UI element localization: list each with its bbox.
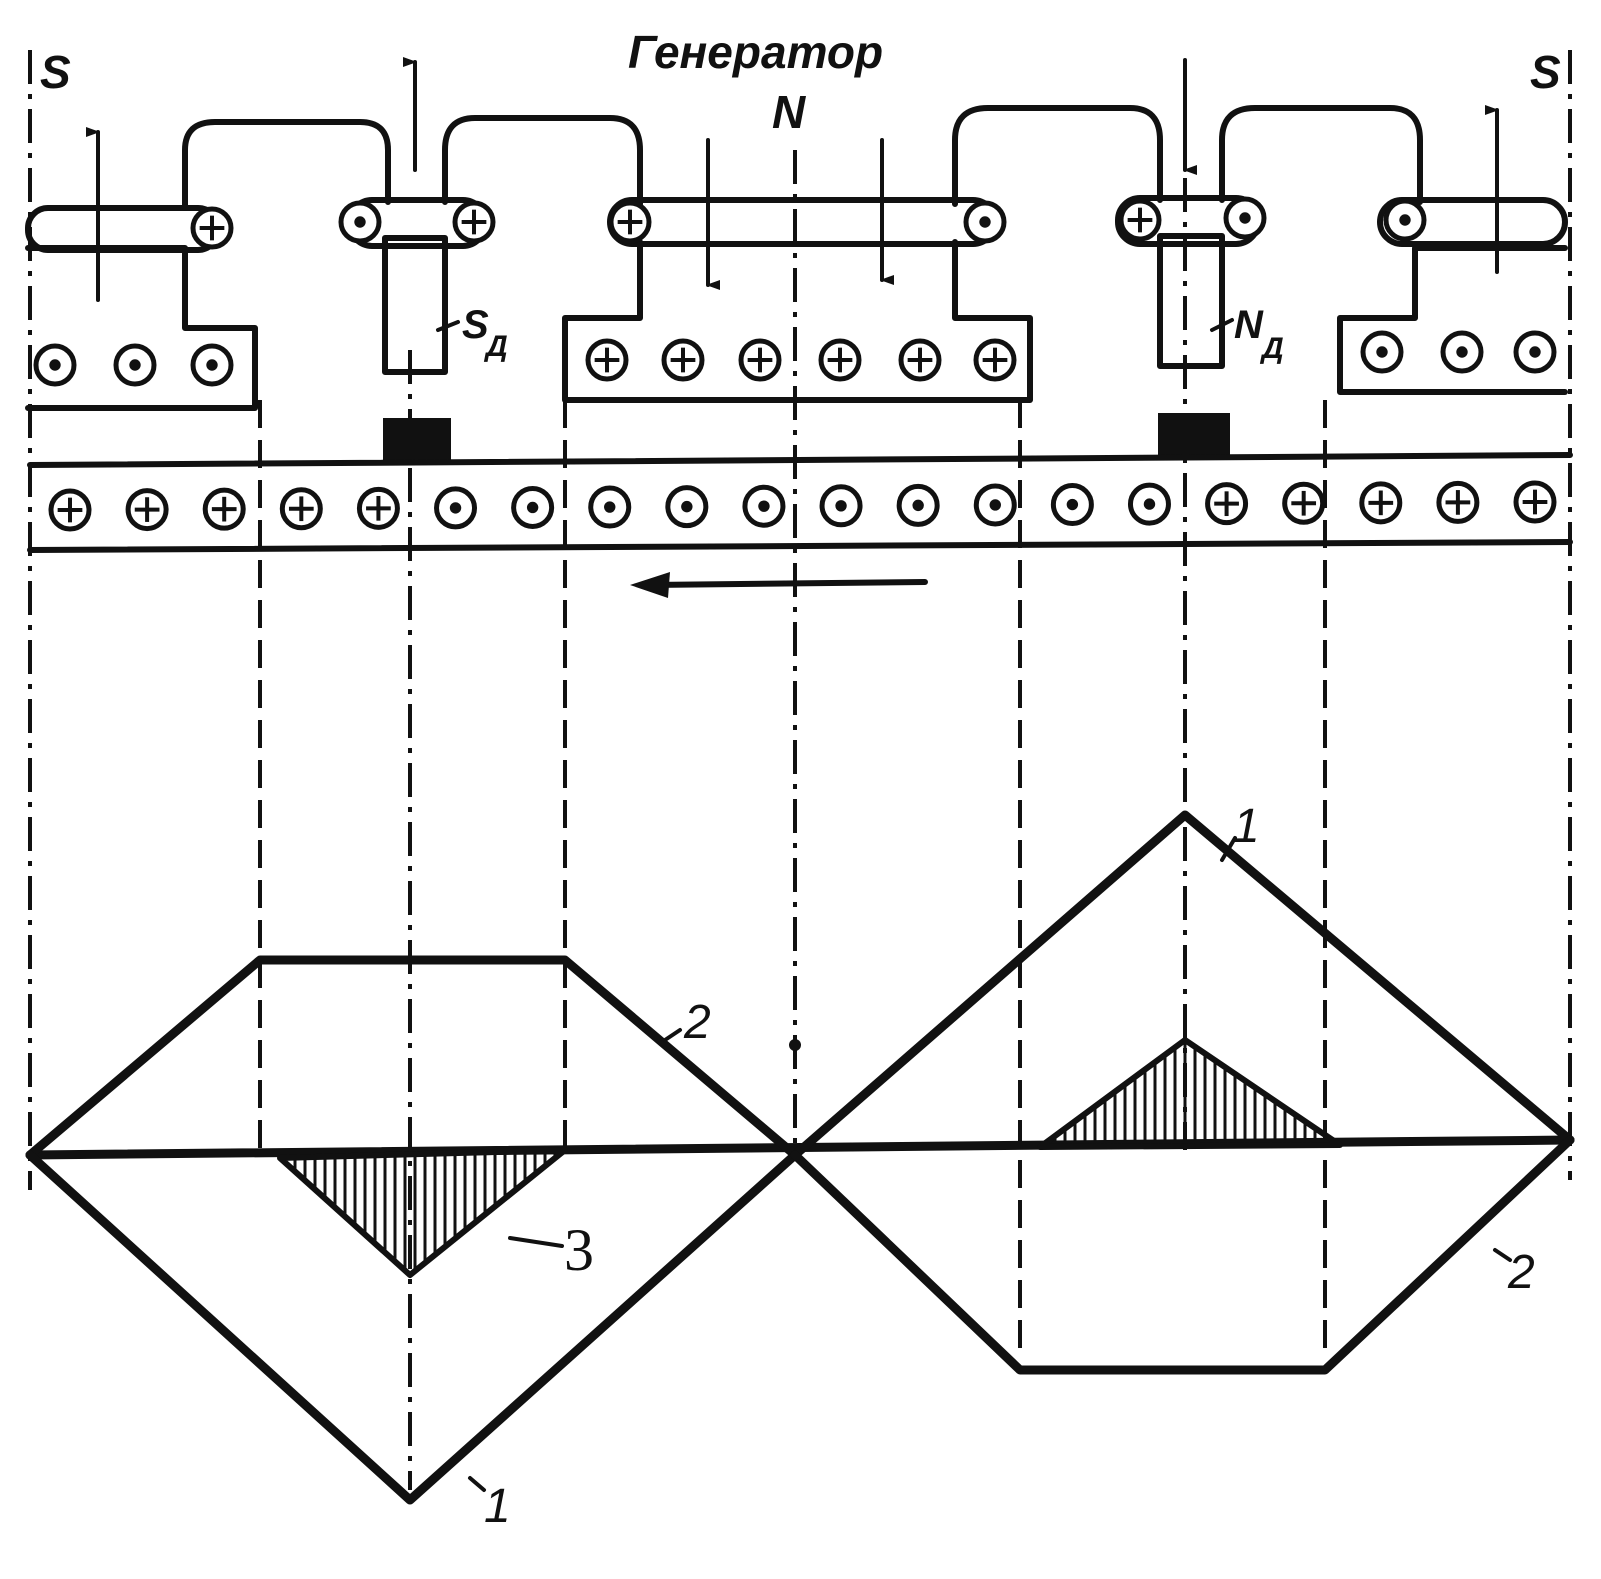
- pole-conductor-dot-icon: [1223, 196, 1267, 240]
- curve-2-left-main: [25, 955, 800, 1160]
- aux-pole-north-sub: Д: [1259, 332, 1284, 365]
- label-curve-1-right: 1: [1233, 800, 1260, 853]
- pole-conductor-plus-icon: [738, 338, 782, 382]
- aux-pole-south-sub: Д: [483, 330, 508, 363]
- yoke-arc-4: [1219, 105, 1423, 205]
- pole-conductor-plus-icon: [898, 338, 942, 382]
- aux-poles: [382, 233, 1230, 462]
- armature-conductor-plus-icon: [1436, 480, 1480, 524]
- curve-1-left-armature: [25, 1150, 800, 1505]
- brush-left: [383, 418, 451, 462]
- center-main-coil-bar: [607, 197, 998, 247]
- armature-conductor-plus-icon: [1513, 480, 1557, 524]
- pole-conductor-plus-icon: [973, 338, 1017, 382]
- hatched-area-left: [277, 1147, 568, 1278]
- pole-conductor-plus-icon: [661, 338, 705, 382]
- armature-conductor-plus-icon: [1205, 482, 1249, 526]
- pole-conductor-plus-icon: [608, 200, 652, 244]
- center-main-pole-shoe: [562, 239, 1033, 403]
- right-main-coil-bar: [1377, 197, 1568, 247]
- armature-conductor-plus-icon: [48, 488, 92, 532]
- aux-pole-south-body: [382, 235, 448, 375]
- yoke-arc-3: [952, 105, 1163, 207]
- pole-conductor-dot-icon: [1440, 330, 1484, 374]
- right-main-pole-shoe: [1337, 245, 1568, 395]
- flux-arrows: [86, 57, 1499, 302]
- pole-conductor-plus-icon: [818, 338, 862, 382]
- armature-conductor-dot-icon: [1050, 483, 1094, 527]
- pole-conductor-plus-icon: [1118, 198, 1162, 242]
- main-pole-shoes: [25, 239, 1568, 411]
- main-pole-north-label: N: [772, 86, 806, 138]
- center-dot: [789, 1039, 801, 1051]
- flux-curves: [25, 810, 1575, 1505]
- armature-conductors: [48, 480, 1557, 532]
- left-main-coil-bar: [25, 205, 221, 253]
- curve-2-right-main: [790, 1135, 1575, 1375]
- armature-conductor-plus-icon: [279, 487, 323, 531]
- aux-pole-north-body: [1157, 233, 1225, 369]
- armature-conductor-plus-icon: [356, 486, 400, 530]
- pole-conductor-dot-icon: [1383, 198, 1427, 242]
- label-curve-2-left: 2: [683, 996, 711, 1049]
- pole-conductor-dot-icon: [1513, 330, 1557, 374]
- yoke-arc-1: [182, 119, 391, 211]
- armature-conductor-plus-icon: [125, 488, 169, 532]
- aux-pole-north-label: N: [1234, 303, 1264, 347]
- pole-conductor-dot-icon: [113, 343, 157, 387]
- armature-bottom-edge: [27, 539, 1573, 553]
- brush-right: [1158, 413, 1230, 457]
- label-curve-1-left: 1: [484, 1480, 511, 1533]
- armature-conductor-plus-icon: [202, 487, 246, 531]
- main-pole-south-right-label: S: [1530, 46, 1561, 98]
- label-curve-2-right: 2: [1507, 1246, 1535, 1299]
- pole-conductor-dot-icon: [338, 200, 382, 244]
- armature: [27, 452, 1573, 553]
- armature-conductor-dot-icon: [973, 483, 1017, 527]
- rotation-arrowhead: [630, 572, 670, 598]
- label-area-3: 3: [564, 1217, 594, 1283]
- reference-lines: [28, 50, 1572, 1490]
- pole-conductor-plus-icon: [585, 338, 629, 382]
- armature-conductor-dot-icon: [665, 485, 709, 529]
- armature-conductor-dot-icon: [742, 484, 786, 528]
- pole-conductor-dot-icon: [963, 200, 1007, 244]
- main-pole-south-left-label: S: [40, 46, 71, 98]
- pole-conductor-plus-icon: [452, 200, 496, 244]
- aux-pole-south-label: S: [462, 303, 489, 347]
- yoke-arc-2: [442, 115, 643, 207]
- aux-pole-labels: S Д N Д: [436, 303, 1284, 365]
- pole-conductor-dot-icon: [33, 343, 77, 387]
- armature-conductor-dot-icon: [1127, 482, 1171, 526]
- hatched-area-right: [1037, 1037, 1343, 1150]
- curve-labels: 2 1 1 2 3: [468, 800, 1535, 1533]
- armature-conductor-plus-icon: [1359, 481, 1403, 525]
- pole-conductor-dot-icon: [1360, 330, 1404, 374]
- armature-conductor-dot-icon: [896, 483, 940, 527]
- armature-conductor-dot-icon: [434, 486, 478, 530]
- armature-conductor-dot-icon: [511, 485, 555, 529]
- armature-conductor-dot-icon: [588, 485, 632, 529]
- armature-conductor-plus-icon: [1282, 481, 1326, 525]
- pole-conductors: [33, 196, 1557, 387]
- title-label: Генератор: [628, 26, 883, 78]
- pole-conductor-plus-icon: [190, 206, 234, 250]
- curve-1-right-armature: [790, 810, 1575, 1160]
- armature-conductor-dot-icon: [819, 484, 863, 528]
- rotation-direction-arrow: [647, 579, 928, 588]
- pole-conductor-dot-icon: [190, 343, 234, 387]
- armature-top-edge: [27, 452, 1573, 468]
- aux-pole-north-leader: [1210, 318, 1234, 332]
